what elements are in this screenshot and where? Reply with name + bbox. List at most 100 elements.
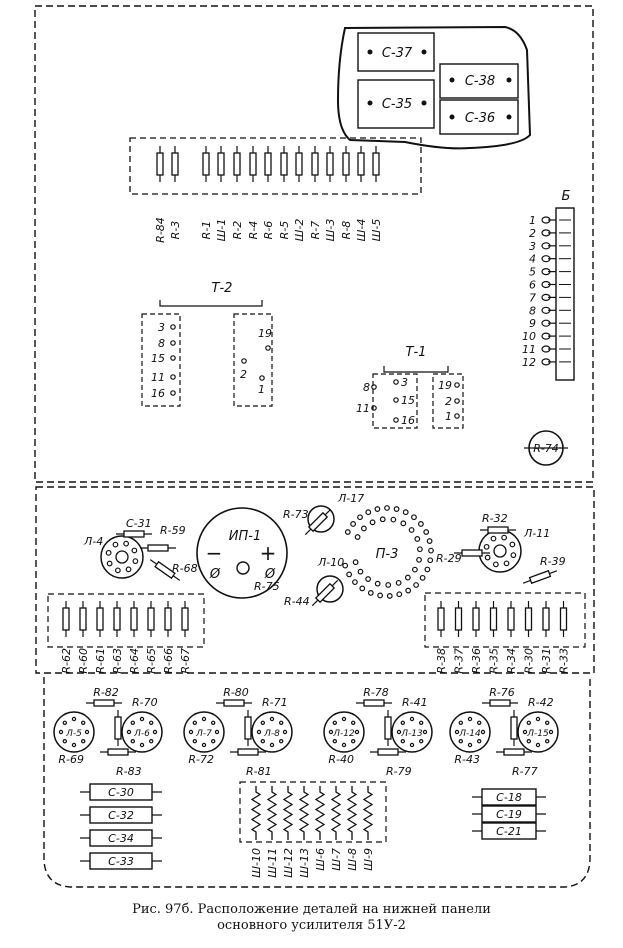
socket-pin: [123, 540, 130, 547]
capacitor-с-21: [481, 822, 537, 840]
label-r-82: R-82: [93, 686, 119, 699]
socket-pin: [71, 742, 77, 748]
shunt-coil-ш-9: [362, 786, 374, 840]
resistor-r-64: [130, 600, 138, 638]
terminal-pin: [541, 255, 551, 263]
socket-pin: [422, 729, 428, 735]
socket-pin: [458, 738, 464, 744]
socket-pin: [400, 720, 406, 726]
socket-pin: [480, 729, 486, 735]
socket-pin: [125, 566, 132, 573]
socket-pin: [188, 729, 194, 735]
label-r-69: R-69: [58, 753, 84, 766]
contact-dot: [454, 382, 460, 388]
resistor-r-76: [481, 699, 519, 707]
terminal-pin: [541, 268, 551, 276]
socket-pin: [492, 561, 499, 568]
middle-panel-frame: [35, 486, 595, 674]
socket-pin: [484, 554, 491, 561]
resistor-r-34: [507, 600, 515, 638]
resistor-r-77: [495, 748, 533, 756]
label-r-42: R-42: [528, 696, 554, 709]
r73-label: R-73: [283, 508, 309, 521]
switch-contact: [352, 579, 358, 586]
meter-terminal-right: Ø: [264, 567, 276, 582]
socket-pin: [409, 742, 415, 748]
switch-contact: [390, 516, 397, 523]
socket-pin: [490, 535, 497, 542]
socket-pin: [58, 729, 64, 735]
shunt-label-ш-10: Ш-10: [250, 848, 263, 878]
switch-contact: [374, 506, 381, 512]
resistor-r-82: [85, 699, 123, 707]
r39-label: R-39: [540, 555, 566, 568]
capacitor-label-с-30: С-30: [108, 786, 134, 799]
terminal-pin: [541, 345, 551, 353]
switch-contact: [357, 514, 363, 521]
resistor-r-42: [510, 709, 518, 747]
switch-contact: [414, 536, 421, 542]
socket-pin: [278, 720, 284, 726]
contact-dot: [170, 340, 176, 346]
t1-title: Т-1: [406, 345, 427, 360]
switch-contact: [384, 505, 390, 511]
shunt-label-ш-7: Ш-7: [330, 848, 343, 871]
socket-pin: [260, 738, 266, 744]
shunt-label-ш-6: Ш-6: [314, 848, 327, 871]
socket-pin: [269, 742, 275, 748]
label-r-83: R-83: [116, 765, 142, 778]
right-resistor-strip-frame: [424, 592, 586, 648]
resistor-r-83: [99, 748, 137, 756]
strip-label-ш-2: Ш-2: [293, 219, 306, 242]
switch-contact: [428, 547, 434, 554]
switch-contact: [416, 556, 422, 563]
resistor-r-37: [454, 600, 463, 638]
switch-contact: [404, 574, 411, 581]
strip-label-r-33: R-33: [558, 648, 571, 674]
contact-dot: [454, 398, 460, 404]
shunt-block-frame: [239, 781, 387, 843]
switch-contact: [354, 534, 361, 540]
resistor-r-2: [233, 145, 241, 183]
resistor-r-35: [489, 600, 498, 638]
label-r-79: R-79: [386, 765, 412, 778]
switch-contact: [377, 592, 384, 599]
strip-label-ш-5: Ш-5: [370, 219, 383, 242]
switch-contact: [424, 566, 431, 573]
strip-label-r-3: R-3: [169, 221, 182, 240]
block-b-terminal: [555, 207, 575, 381]
resistor-r-60: [79, 600, 87, 638]
figure-caption: Рис. 97б. Расположение деталей на нижней…: [0, 902, 623, 934]
socket-pin: [476, 720, 482, 726]
contact-dot: [170, 390, 176, 396]
switch-contact: [352, 559, 359, 566]
socket-pin: [256, 729, 262, 735]
socket-pin: [80, 738, 86, 744]
lamp-l11-label: Л-11: [523, 527, 550, 540]
socket-pin: [84, 729, 90, 735]
left-resistor-strip-frame: [47, 593, 205, 648]
caption-line-1: Рис. 97б. Расположение деталей на нижней…: [132, 902, 491, 917]
socket-pin: [332, 720, 338, 726]
socket-pin: [350, 720, 356, 726]
lamp-l4-socket: [100, 535, 144, 579]
resistor-r-79: [369, 748, 407, 756]
resistor-r-66: [164, 600, 172, 638]
r74-label: R-74: [533, 442, 559, 455]
socket-pin: [467, 716, 473, 722]
contact-dot: [393, 417, 399, 423]
socket-pin: [210, 738, 216, 744]
switch-contact: [426, 538, 433, 544]
lamp-l17: [307, 505, 335, 533]
socket-pin: [509, 541, 516, 548]
switch-contact: [405, 587, 412, 594]
lamp-socket-л-8: [251, 711, 293, 753]
switch-contact: [411, 514, 417, 521]
resistor-r-30: [524, 600, 533, 638]
strip-label-r-31: R-31: [540, 648, 553, 674]
switch-contact: [374, 580, 381, 587]
socket-pin: [501, 534, 508, 541]
block-b-pin-4: 4: [529, 253, 536, 266]
